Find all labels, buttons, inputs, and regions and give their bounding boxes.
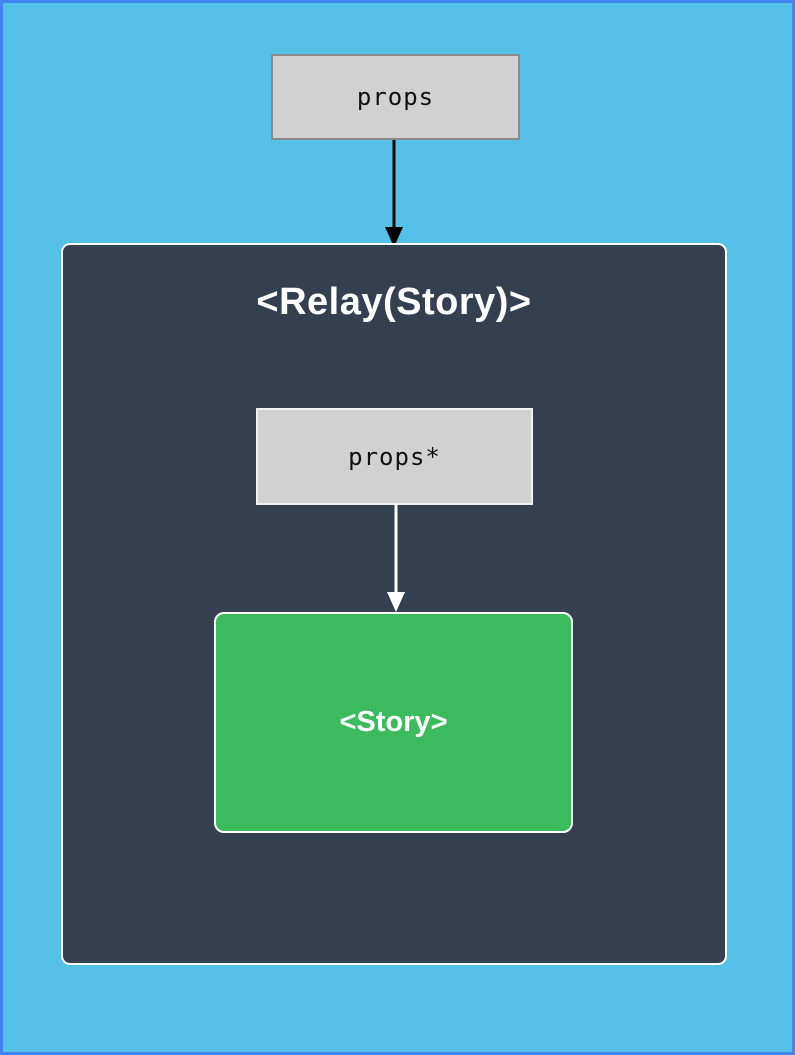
node-props-star-label: props* [348,442,441,471]
node-relay-container-label: <Relay(Story)> [256,281,532,323]
node-props-label: props [356,83,435,111]
node-props-star: props* [256,408,533,505]
node-story: <Story> [214,612,573,833]
node-relay-container: <Relay(Story)> props* <Story> [61,243,727,965]
arrow-down-icon [385,140,403,247]
node-story-label: <Story> [339,706,448,738]
arrow-down-icon [387,505,405,612]
node-props: props [271,54,520,140]
